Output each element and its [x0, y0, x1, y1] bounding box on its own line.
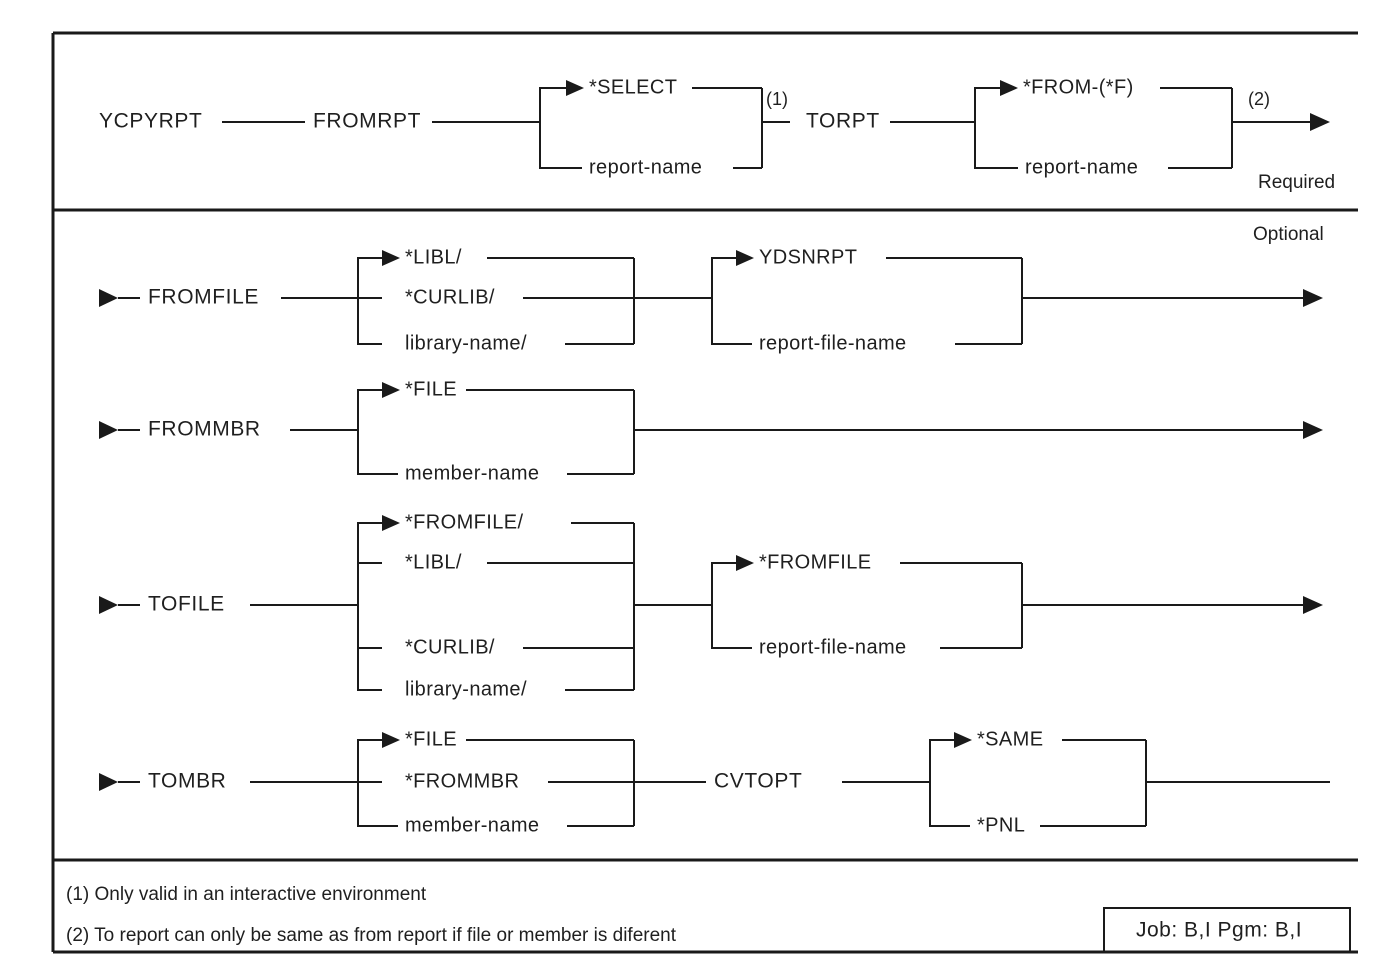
diagram-outer-frame: [51, 31, 1358, 954]
option-fromfile-library-name: library-name/: [405, 332, 527, 354]
footnotes: (1) Only valid in an interactive environ…: [66, 884, 677, 946]
option-tofile-libl: *LIBL/: [405, 551, 462, 573]
option-fromfile-ydsnrpt: YDSNRPT: [759, 246, 857, 268]
branch-arrow-libl: [382, 250, 400, 266]
param-keyword-fromrpt: FROMRPT: [313, 110, 421, 133]
entry-arrow-tombr: [99, 773, 118, 791]
option-cvtopt-pnl: *PNL: [977, 814, 1025, 836]
param-keyword-fromfile: FROMFILE: [148, 286, 259, 309]
required-row: YCPYRPT FROMRPT *SELECT report-name (1) …: [99, 76, 1335, 193]
footnote-1: (1) Only valid in an interactive environ…: [66, 884, 427, 905]
param-keyword-torpt: TORPT: [806, 110, 880, 133]
option-tombr-file: *FILE: [405, 728, 457, 750]
option-frommbr-file: *FILE: [405, 378, 457, 400]
param-keyword-tofile: TOFILE: [148, 593, 225, 616]
entry-arrow-fromfile: [99, 289, 118, 307]
option-frommbr-member-name: member-name: [405, 462, 539, 484]
exit-arrow-required: [1310, 113, 1330, 131]
param-keyword-frommbr: FROMMBR: [148, 418, 261, 441]
option-tofile-report-file-name: report-file-name: [759, 636, 907, 658]
exit-arrow-tofile: [1303, 596, 1323, 614]
exit-arrow-fromfile: [1303, 289, 1323, 307]
required-label: Required: [1258, 172, 1335, 193]
branch-arrow-file-tombr: [382, 732, 400, 748]
branch-arrow-fromfile-slash: [382, 515, 400, 531]
branch-arrow-file-frommbr: [382, 382, 400, 398]
option-tofile-curlib: *CURLIB/: [405, 636, 495, 658]
exit-arrow-frommbr: [1303, 421, 1323, 439]
option-fromfile-report-file-name: report-file-name: [759, 332, 907, 354]
optional-row-tombr: TOMBR *FILE *FROMMBR member-name CVTOPT …: [99, 728, 1330, 836]
option-tofile-fromfile: *FROMFILE: [759, 551, 872, 573]
branch-arrow-from-f: [1000, 80, 1018, 96]
option-fromfile-curlib: *CURLIB/: [405, 286, 495, 308]
option-fromfile-libl: *LIBL/: [405, 246, 462, 268]
optional-row-fromfile: FROMFILE *LIBL/ *CURLIB/ library-name/ Y…: [99, 246, 1323, 354]
option-fromrpt-select: *SELECT: [589, 76, 677, 98]
option-tombr-member-name: member-name: [405, 814, 539, 836]
optional-row-tofile: TOFILE *FROMFILE/ *LIBL/ *CURLIB/ librar…: [99, 511, 1323, 700]
option-tombr-frommbr: *FROMMBR: [405, 770, 519, 792]
option-torpt-report-name: report-name: [1025, 156, 1138, 178]
job-pgm-text: Job: B,I Pgm: B,I: [1136, 919, 1302, 942]
param-keyword-cvtopt: CVTOPT: [714, 770, 802, 793]
branch-arrow-select: [566, 80, 584, 96]
footnote-ref-1: (1): [766, 89, 788, 109]
command-name: YCPYRPT: [99, 110, 202, 133]
footnote-ref-2: (2): [1248, 89, 1270, 109]
entry-arrow-frommbr: [99, 421, 118, 439]
option-torpt-from-f: *FROM-(*F): [1023, 76, 1134, 98]
footnote-2: (2) To report can only be same as from r…: [66, 925, 677, 946]
option-cvtopt-same: *SAME: [977, 728, 1043, 750]
branch-arrow-fromfile: [736, 555, 754, 571]
optional-row-frommbr: FROMMBR *FILE member-name: [99, 378, 1323, 484]
option-tofile-fromfile-slash: *FROMFILE/: [405, 511, 523, 533]
option-tofile-library-name: library-name/: [405, 678, 527, 700]
option-fromrpt-report-name: report-name: [589, 156, 702, 178]
job-pgm-box-border: [1102, 906, 1352, 954]
entry-arrow-tofile: [99, 596, 118, 614]
param-keyword-tombr: TOMBR: [148, 770, 226, 793]
job-pgm-box: Job: B,I Pgm: B,I: [1102, 906, 1352, 954]
optional-label: Optional: [1253, 224, 1324, 245]
branch-arrow-ydsnrpt: [736, 250, 754, 266]
branch-arrow-same: [954, 732, 972, 748]
